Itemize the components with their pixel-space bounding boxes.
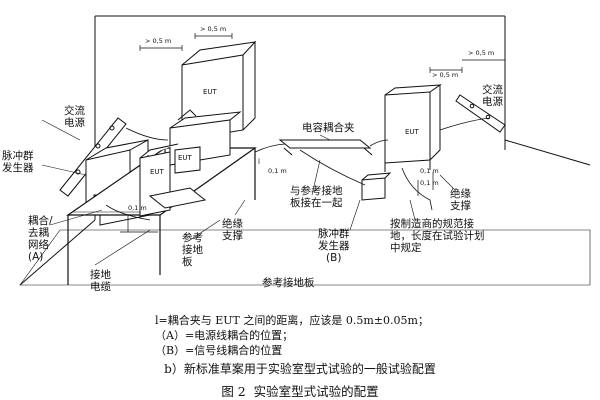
ref-ground-plane-label: 参考接地板 <box>262 277 315 289</box>
note-line-1: l=耦合夹与 EUT 之间的距离，应该是 0.5m±0.05m； <box>155 314 429 327</box>
ground-cable-label: 接地 电缆 <box>90 269 111 293</box>
ground-strap <box>401 167 433 211</box>
dim-05-top2-label: > 0,5 m <box>200 25 227 33</box>
dim-01-right2-label: 0,1 m <box>420 179 439 187</box>
capacitive-coupling-clamp <box>278 139 372 149</box>
eut-small-box <box>174 146 201 174</box>
dimension-arrows <box>120 35 505 233</box>
ac-power-left-label: 交流 电源 <box>64 105 85 129</box>
ac-power-right-label: 交流 电源 <box>482 84 503 108</box>
insulating-support-1-label: 绝缘 支撑 <box>222 218 243 242</box>
burst-generator-b <box>361 172 392 201</box>
cdn-a-label: 耦合/ 去耦 网络 (A) <box>28 215 53 263</box>
dim-05-top-label: > 0,5 m <box>145 37 172 45</box>
eut-top-box <box>181 40 257 141</box>
capacitive-clamp-label: 电容耦合夹 <box>302 122 355 134</box>
figure-title: 图 2 实验室型式试验的配置 <box>221 384 379 399</box>
l-mark-label: l <box>258 158 260 166</box>
dim-05-right1-label: > 0,5 m <box>432 71 459 79</box>
cables <box>105 117 491 221</box>
leader-lines <box>41 119 456 266</box>
ground-per-spec-label: 按制造商的规范接 地，长度在试验计划 中规定 <box>390 218 485 254</box>
dim-01-right1-label: 0,1 m <box>420 167 439 175</box>
ac-power-strip-right <box>455 94 506 133</box>
room-walls <box>19 15 591 286</box>
reference-ground-plane <box>19 229 591 286</box>
dim-05-right2-label: > 0,5 m <box>468 49 495 57</box>
eut-small-label: EUT <box>150 168 164 176</box>
eut-right-box <box>384 84 442 164</box>
connect-ref-plane-label: 与参考接地 板接在一起 <box>290 185 343 209</box>
ref-plane-table-label: 参考 接地 板 <box>182 232 203 268</box>
note-line-2: （A）=电源线耦合的位置； <box>155 329 294 342</box>
eut-mid-label: EUT <box>178 154 192 162</box>
eut-top-label: EUT <box>203 88 217 96</box>
test-setup-drawing <box>19 15 591 286</box>
note-line-3: （B）=信号线耦合的位置 <box>155 344 283 357</box>
insulating-support-2-label: 绝缘 支撑 <box>450 188 471 212</box>
burst-generator-a-label: 脉冲群 发生器 <box>2 150 34 174</box>
eut-right-label: EUT <box>405 128 419 136</box>
figure-subtitle: b）新标准草案用于实验室型式试验的一般试验配置 <box>164 362 436 376</box>
burst-generator-b-label: 脉冲群 发生器 (B) <box>318 228 350 264</box>
dim-01-table-label: 0,1 m <box>128 204 147 212</box>
dim-01-floor-label: 0,1 m <box>268 167 287 175</box>
